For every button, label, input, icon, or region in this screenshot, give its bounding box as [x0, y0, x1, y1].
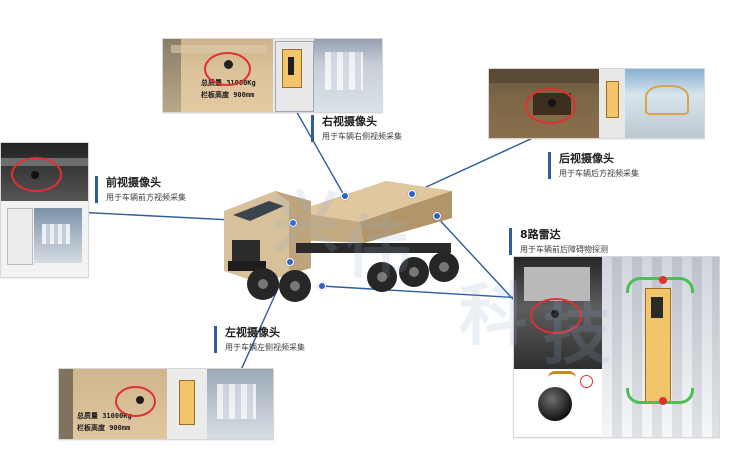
truck-cab-window — [233, 201, 284, 221]
truck-rear-photo — [489, 69, 599, 138]
height-text: 栏板高度 900mm — [77, 424, 131, 432]
radar-sensor-photo — [514, 257, 602, 369]
front-camera-panel — [0, 142, 89, 278]
sensor-part-photo — [514, 369, 602, 437]
left-camera-label: 左视摄像头 用于车辆左侧视频采集 — [214, 326, 305, 353]
right-camera-subtitle: 用于车辆右侧视频采集 — [322, 132, 402, 141]
radar-title: 8路雷达 — [520, 228, 561, 241]
camera-feed — [314, 39, 382, 112]
highlight-circle — [530, 298, 582, 334]
truck-wheel-hub — [439, 262, 449, 272]
right-camera-point — [341, 192, 349, 200]
rear-header — [489, 69, 599, 83]
front-camera-label: 前视摄像头 用于车辆前方视频采集 — [95, 176, 186, 203]
front-radar-point — [318, 282, 326, 290]
checker-board — [42, 224, 70, 244]
rear-camera-subtitle: 用于车辆后方视频采集 — [559, 169, 639, 178]
topview-pane — [7, 208, 33, 265]
side-highlight — [171, 45, 267, 53]
radar-panel — [513, 256, 720, 438]
truck-bumper — [228, 261, 266, 271]
surround-view-screen — [273, 39, 382, 112]
radar-display-screen — [602, 257, 719, 437]
side-edge — [59, 369, 73, 439]
camera-feed — [207, 369, 273, 439]
radar-subtitle: 用于车辆前后障碍物探测 — [520, 245, 608, 254]
truck-left-photo: 总质量 31000Kg 栏板高度 900mm — [59, 369, 167, 439]
left-camera-point — [286, 258, 294, 266]
truck-wheel-hub — [409, 267, 419, 277]
highlight-circle — [11, 157, 62, 192]
truck-cab-side — [275, 191, 311, 274]
truck-wheel-hub — [377, 272, 387, 282]
front-display-screen — [1, 201, 88, 277]
rear-camera-panel — [488, 68, 705, 139]
truck-wheel-hub — [258, 279, 268, 289]
checker-board — [325, 52, 363, 90]
vehicle-overlay — [179, 380, 195, 425]
side-edge — [163, 39, 181, 112]
highlight-circle — [115, 386, 156, 417]
truck-side-photo: 总质量 31000Kg 栏板高度 900mm — [163, 39, 273, 112]
rear-display-screen — [599, 69, 704, 138]
truck-wheel-hub — [290, 281, 300, 291]
topview-pane — [167, 369, 207, 439]
vehicle-cab — [651, 297, 663, 318]
weight-text: 总质量 31000Kg — [77, 412, 132, 420]
radar-sensor — [551, 310, 559, 318]
left-camera-title: 左视摄像头 — [225, 326, 280, 339]
camera-module — [136, 396, 144, 404]
height-text: 栏板高度 900mm — [201, 91, 255, 99]
truck-chassis — [296, 243, 451, 253]
headlamp-area — [524, 267, 590, 301]
rear-radar-point — [433, 212, 441, 220]
sensor-body — [538, 387, 572, 421]
checker-board — [217, 384, 256, 419]
guide-lines — [645, 85, 689, 115]
vehicle-cab — [288, 57, 294, 75]
front-warning-dot — [659, 276, 667, 284]
camera-feed — [625, 69, 704, 138]
highlight-circle — [204, 52, 251, 86]
topview-pane — [599, 69, 625, 138]
radar-label: 8路雷达 用于车辆前后障碍物探测 — [509, 228, 608, 255]
camera-module — [224, 60, 233, 69]
camera-module — [31, 171, 39, 179]
left-camera-panel: 总质量 31000Kg 栏板高度 900mm — [58, 368, 274, 440]
truck-bed-side-face — [360, 191, 452, 243]
highlight-circle — [525, 88, 576, 124]
topview-pane — [273, 39, 314, 112]
right-camera-panel: 总质量 31000Kg 栏板高度 900mm — [162, 38, 383, 113]
vehicle-overlay — [606, 81, 619, 118]
right-camera-label: 右视摄像头 用于车辆右侧视频采集 — [311, 115, 402, 142]
truck-front-photo — [1, 143, 88, 201]
truck-grille — [232, 240, 260, 262]
speaker-icon — [580, 375, 593, 388]
front-camera-title: 前视摄像头 — [106, 176, 161, 189]
rear-camera-label: 后视摄像头 用于车辆后方视频采集 — [548, 152, 639, 179]
topview-frame — [275, 41, 314, 112]
sensor-wire — [548, 371, 576, 378]
camera-module — [548, 99, 556, 107]
right-camera-title: 右视摄像头 — [322, 115, 377, 128]
left-display-screen — [167, 369, 273, 439]
front-camera-subtitle: 用于车辆前方视频采集 — [106, 193, 186, 202]
camera-feed — [34, 208, 82, 263]
rear-camera-title: 后视摄像头 — [559, 152, 614, 165]
rear-camera-point — [408, 190, 416, 198]
left-camera-subtitle: 用于车辆左侧视频采集 — [225, 343, 305, 352]
front-camera-point — [289, 219, 297, 227]
rear-warning-dot — [659, 397, 667, 405]
